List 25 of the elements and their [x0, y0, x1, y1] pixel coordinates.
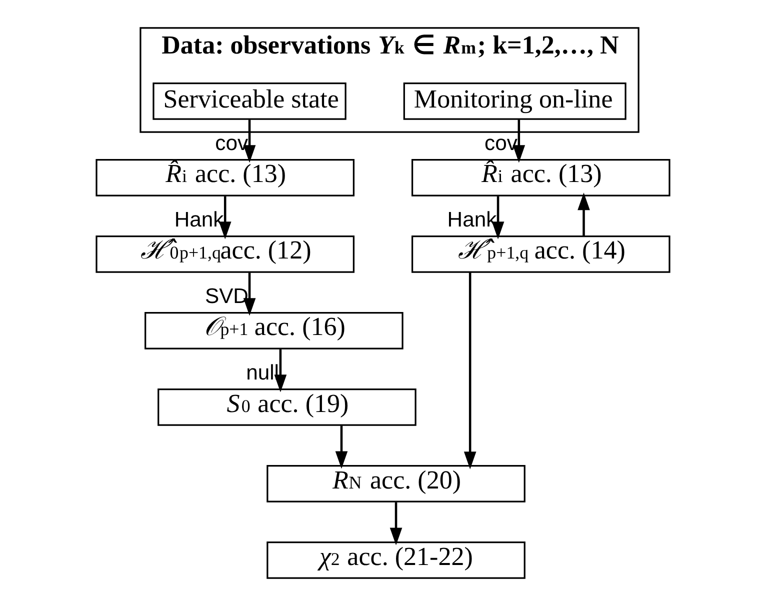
node-box: ℋ̂p+1,q acc. (14) — [411, 235, 670, 273]
arrow — [464, 272, 476, 470]
arrow — [578, 192, 590, 236]
node-box: R̂i acc. (13) — [411, 158, 670, 196]
arrow — [492, 196, 504, 240]
node-box: Monitoring on-line — [403, 82, 626, 120]
edge-label: Hank — [447, 208, 497, 232]
node-box: ℋ̂0p+1,qacc. (12) — [96, 235, 355, 273]
arrow — [218, 196, 232, 240]
node-box: S0 acc. (19) — [158, 388, 416, 426]
node-box: R̂i acc. (13) — [96, 158, 355, 196]
edge-label: cov — [484, 132, 518, 155]
edge-label: Hank — [174, 208, 224, 232]
node-box: RN acc. (20) — [266, 464, 526, 502]
arrow — [390, 502, 402, 546]
node-box: 𝒪p+1 acc. (16) — [144, 312, 404, 350]
node-box: χ2 acc. (21-22) — [266, 541, 526, 579]
arrow — [274, 349, 287, 392]
arrow — [512, 120, 526, 163]
edge-label: SVD — [204, 284, 248, 308]
edge-label: cov — [215, 132, 248, 155]
node-box: Serviceable state — [152, 82, 346, 120]
arrow — [243, 272, 256, 316]
arrow — [243, 120, 256, 163]
arrow — [335, 426, 348, 469]
